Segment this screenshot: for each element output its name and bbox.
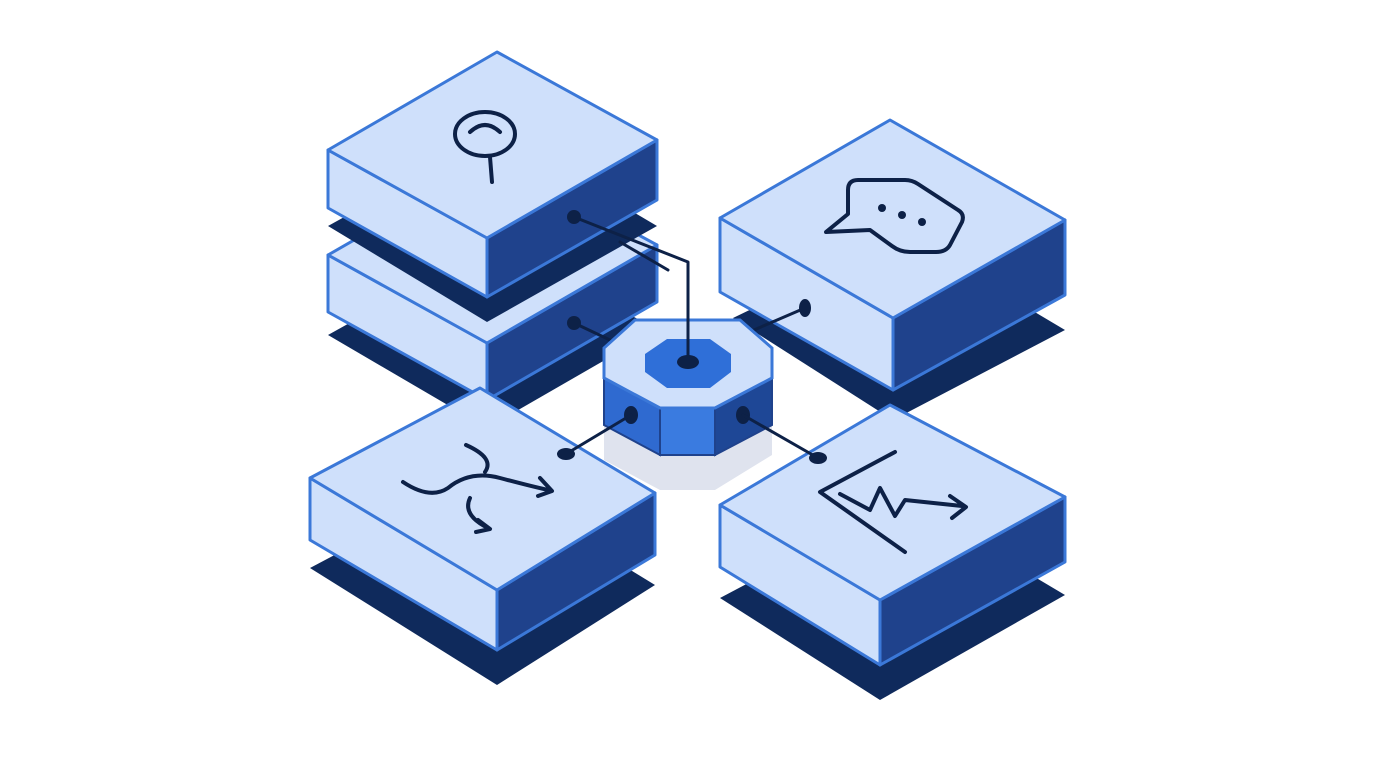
hub-shadow — [604, 425, 772, 490]
connector-search-branch — [618, 240, 670, 272]
block-top-face — [308, 386, 657, 592]
connector-shuffle — [564, 413, 633, 456]
line-chart-icon — [818, 450, 968, 554]
chat-block — [718, 118, 1067, 420]
block-top-face — [326, 50, 659, 240]
connector-dot — [809, 452, 827, 464]
hub-center-port — [677, 355, 699, 369]
hub-front-face — [659, 407, 716, 456]
block-top-face — [718, 403, 1067, 602]
chat-bubble-icon — [824, 178, 965, 254]
block-top-face — [718, 118, 1067, 320]
connector-dot — [799, 299, 811, 317]
search-icon — [453, 110, 517, 184]
connector-dot — [567, 316, 581, 330]
central-hub — [557, 298, 827, 464]
chart-block — [718, 403, 1067, 700]
connector-dot — [557, 448, 575, 460]
shuffle-arrows-icon — [401, 443, 554, 534]
shuffle-block — [308, 386, 657, 685]
connector-chart — [741, 413, 820, 460]
connector-dot — [567, 210, 581, 224]
